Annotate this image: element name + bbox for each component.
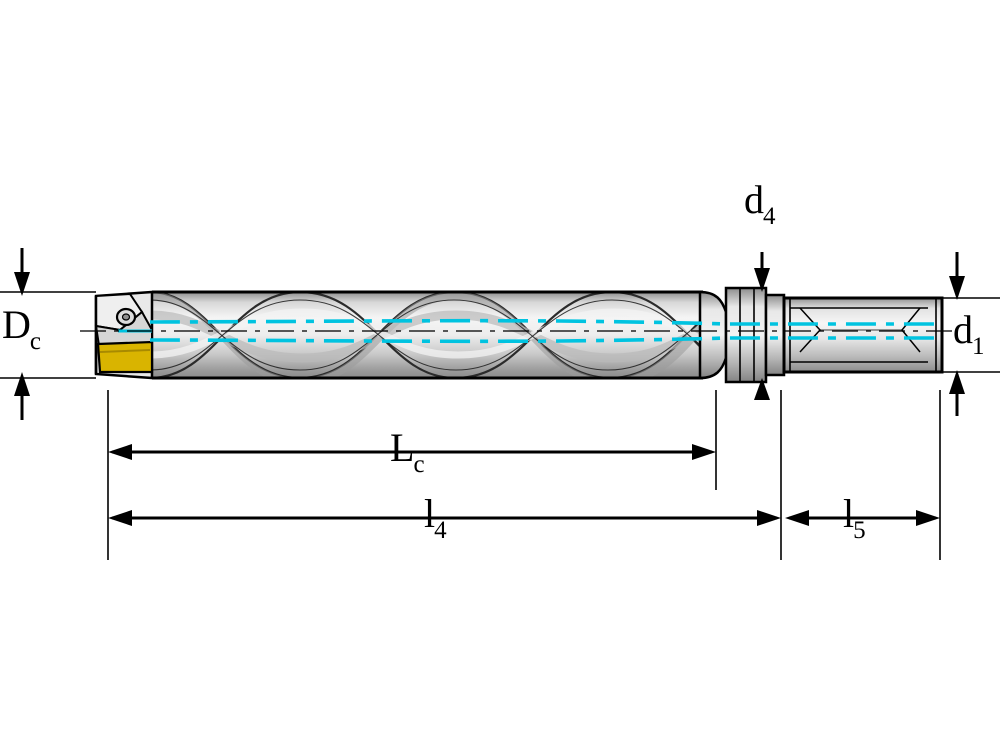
- label-d4-main: d: [744, 177, 764, 222]
- shank: [782, 296, 944, 374]
- label-l5-sub: 5: [853, 517, 866, 545]
- label-l5: l5: [843, 491, 867, 544]
- label-Lc-main: L: [390, 425, 415, 470]
- label-l4: l4: [424, 491, 448, 544]
- label-Dc-sub: c: [29, 328, 41, 356]
- dim-Lc: [107, 390, 717, 560]
- label-d4: d4: [744, 177, 777, 230]
- label-d1: d1: [953, 307, 986, 360]
- dim-d1: [900, 252, 1000, 416]
- dim-l4: [108, 390, 941, 560]
- label-d4-sub: 4: [763, 203, 776, 231]
- drill-tip: [94, 290, 154, 380]
- label-Dc: Dc: [2, 302, 42, 355]
- label-d1-main: d: [953, 307, 973, 352]
- label-l5-main: l: [843, 491, 855, 536]
- label-d1-sub: 1: [972, 333, 985, 361]
- dim-d4: [754, 252, 770, 400]
- label-Lc: Lc: [390, 425, 426, 478]
- dim-l5: [785, 510, 940, 526]
- neck-transition: [698, 290, 728, 380]
- label-Lc-sub: c: [413, 451, 425, 479]
- drill-geometry: [80, 286, 960, 384]
- flute-body: [152, 290, 703, 380]
- dim-Dc: [0, 248, 96, 420]
- label-l4-sub: 4: [434, 517, 447, 545]
- label-Dc-main: D: [2, 302, 31, 347]
- label-l4-main: l: [424, 491, 436, 536]
- dimension-annotations: [0, 248, 1000, 560]
- collar-ring: [724, 286, 786, 384]
